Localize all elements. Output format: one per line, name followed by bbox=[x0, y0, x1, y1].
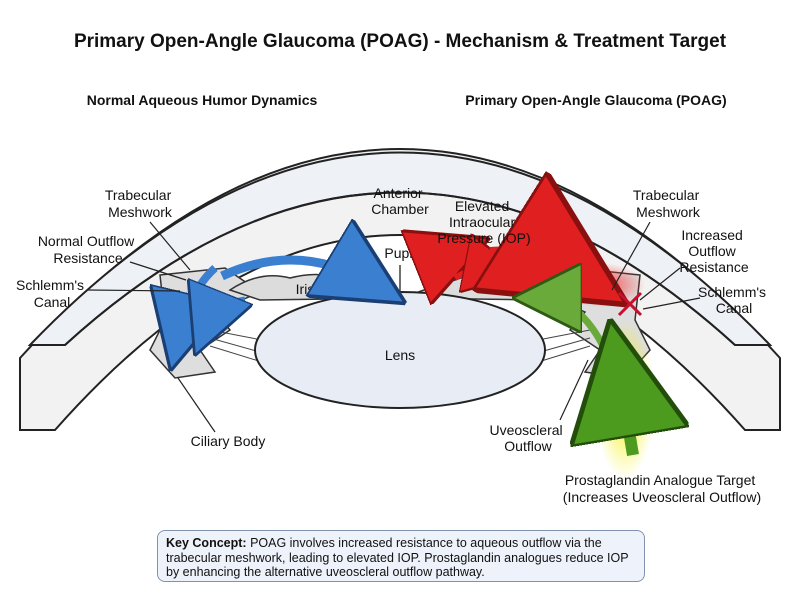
key-concept-box: Key Concept: POAG involves increased res… bbox=[157, 530, 645, 582]
blue-flow-arrow-top bbox=[220, 260, 375, 285]
right-schlemm-label-2: Canal bbox=[716, 300, 753, 316]
elevated-iop-label-1: Elevated bbox=[455, 198, 509, 214]
key-concept-label: Key Concept: bbox=[166, 536, 247, 550]
uveoscleral-leader bbox=[559, 359, 589, 421]
left-outflow-label-1: Normal Outflow bbox=[38, 233, 135, 249]
right-trabecular-label-1: Trabecular bbox=[633, 187, 700, 203]
svg-text:Increased Outflow: Increased Outflow Resistance bbox=[679, 227, 748, 275]
left-trabecular-label-1: Trabecular bbox=[105, 187, 172, 203]
lens-label: Lens bbox=[385, 347, 415, 363]
blue-flow-arrow-inner bbox=[205, 300, 245, 330]
left-schlemm-leader bbox=[87, 289, 181, 292]
anterior-chamber-label-2: Chamber bbox=[371, 201, 429, 217]
corneal-inner-surface bbox=[64, 191, 736, 346]
left-outflow-leader bbox=[129, 261, 187, 281]
uveoscleral-label-2: Outflow bbox=[504, 438, 552, 454]
iris-label: Iris bbox=[296, 281, 315, 297]
increased-outflow-label-3: Resistance bbox=[679, 259, 748, 275]
svg-text:Anterior Chamber: Anterior Chamber bbox=[371, 185, 429, 217]
page-title: Primary Open-Angle Glaucoma (POAG) - Mec… bbox=[74, 31, 727, 52]
ciliary-body-leader bbox=[177, 377, 216, 433]
left-labels: Trabecular Meshwork Normal Outflow Resis… bbox=[16, 187, 265, 449]
ciliary-body-label: Ciliary Body bbox=[191, 433, 266, 449]
increased-outflow-label-2: Outflow bbox=[688, 243, 736, 259]
increased-outflow-leader bbox=[639, 267, 681, 301]
prostaglandin-label-1: Prostaglandin Analogue Target bbox=[565, 472, 756, 488]
right-trabecular-leader bbox=[611, 221, 651, 291]
left-schlemm-label-1: Schlemm's bbox=[16, 277, 84, 293]
prostaglandin-target-arrow bbox=[620, 378, 633, 456]
blockage-x-icon bbox=[617, 291, 643, 317]
right-panel-heading: Primary Open-Angle Glaucoma (POAG) bbox=[465, 92, 726, 108]
elevated-iop-label-3: Pressure (IOP) bbox=[437, 230, 530, 246]
svg-text:Schlemm's Canal: Schlemm's Canal bbox=[16, 277, 88, 310]
right-labels: Trabecular Meshwork Increased Outflow Re… bbox=[489, 187, 770, 505]
svg-text:Prostaglandin Analogue Target: Prostaglandin Analogue Target (Increases… bbox=[563, 472, 761, 505]
right-schlemm-leader bbox=[642, 297, 701, 310]
svg-text:Trabecular Meshwork: Trabecular Meshwork bbox=[105, 187, 175, 220]
left-outflow-label-2: Resistance bbox=[53, 250, 122, 266]
red-arrow-left bbox=[425, 250, 460, 280]
prostaglandin-label-2: (Increases Uveoscleral Outflow) bbox=[563, 489, 761, 505]
right-trabecular-label-2: Meshwork bbox=[636, 204, 701, 220]
normal-aqueous-flow bbox=[178, 260, 375, 340]
pupil-label: Pupil bbox=[384, 245, 415, 261]
right-schlemm-label-1: Schlemm's bbox=[698, 284, 766, 300]
increased-outflow-label-1: Increased bbox=[681, 227, 742, 243]
left-trabecular-label-2: Meshwork bbox=[108, 204, 173, 220]
key-concept-text: POAG involves increased resistance to aq… bbox=[166, 536, 629, 579]
svg-text:Uveoscleral Outflow: Uveoscleral Outflow bbox=[489, 422, 566, 454]
svg-text:Schlemm's Canal: Schlemm's Canal bbox=[698, 284, 770, 316]
uveoscleral-label-1: Uveoscleral bbox=[489, 422, 562, 438]
anterior-chamber-label-1: Anterior bbox=[374, 185, 423, 201]
left-panel-heading: Normal Aqueous Humor Dynamics bbox=[87, 92, 318, 108]
svg-text:Trabecular Meshwork: Trabecular Meshwork bbox=[633, 187, 703, 220]
left-trabecular-leader bbox=[149, 221, 191, 271]
svg-text:Normal Outflow Resistanc: Normal Outflow Resistance bbox=[38, 233, 138, 266]
left-schlemm-label-2: Canal bbox=[34, 294, 71, 310]
elevated-iop-label-2: Intraocular bbox=[449, 214, 515, 230]
svg-text:Elevated Intraocular P: Elevated Intraocular Pressure (IOP) bbox=[437, 198, 530, 246]
